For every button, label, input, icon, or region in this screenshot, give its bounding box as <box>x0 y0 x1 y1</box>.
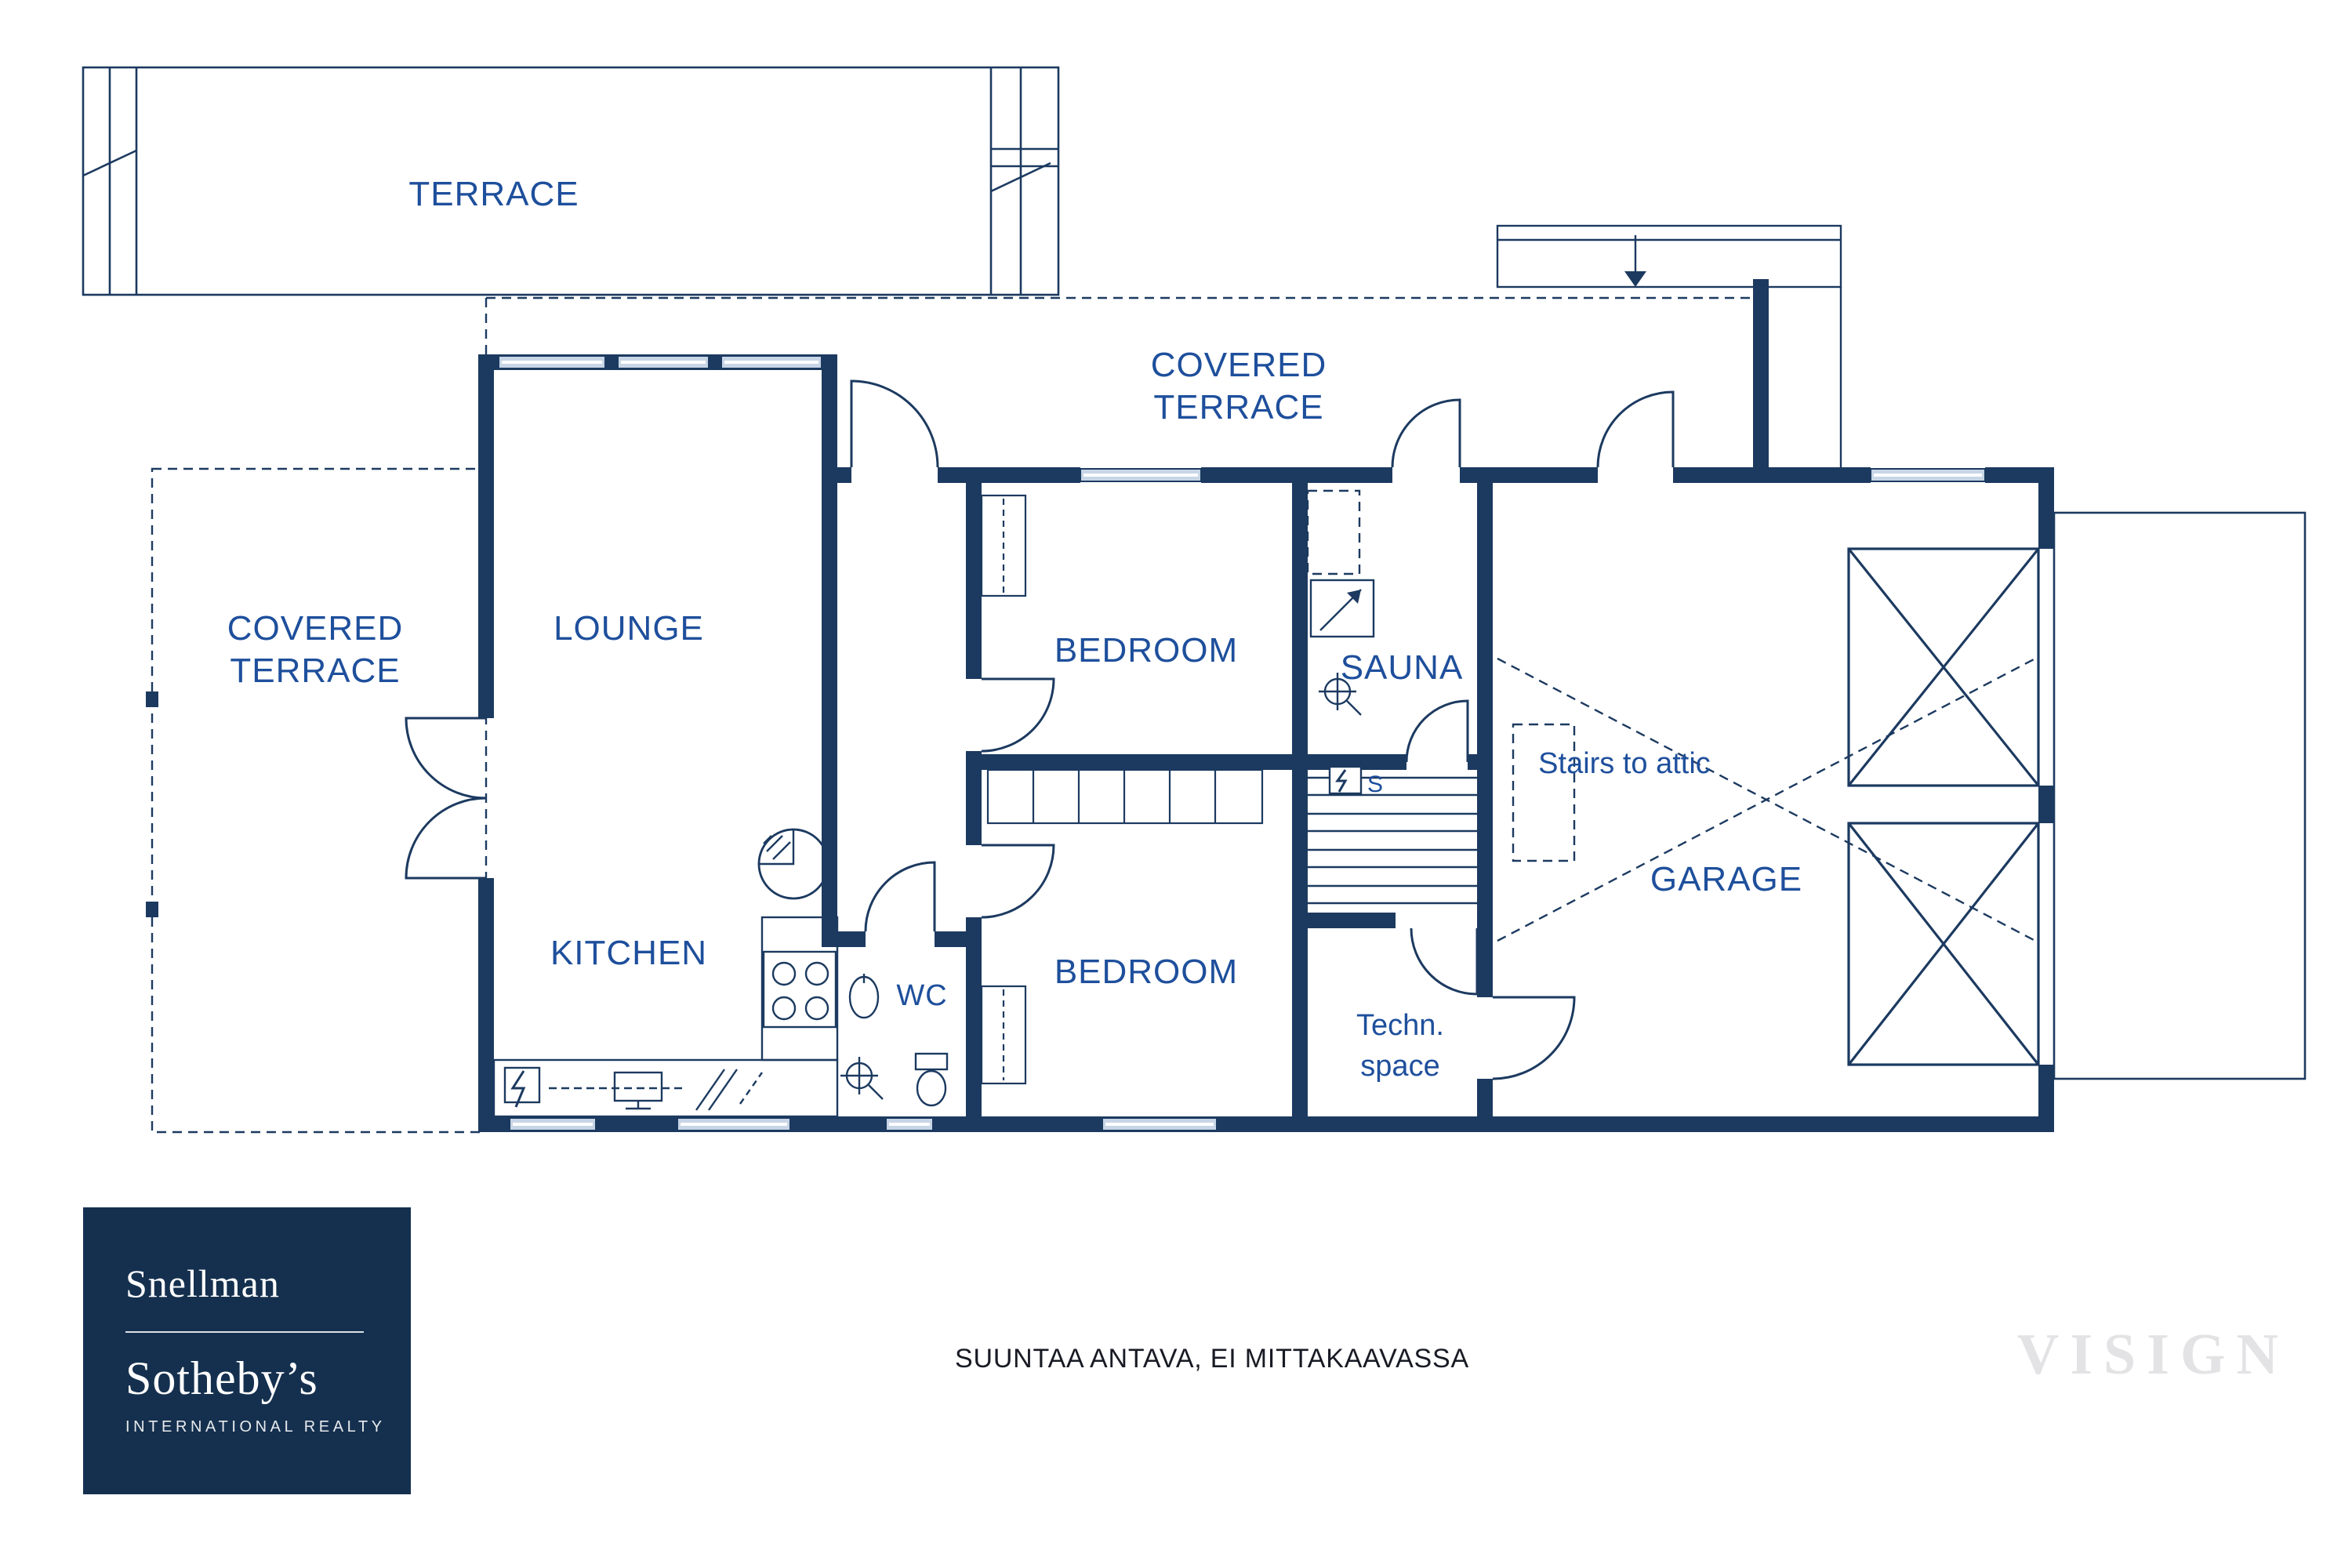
stove-icon <box>762 950 837 1029</box>
bedroom-upper-door <box>981 677 1055 753</box>
room-labels: TERRACE COVERED TERRACE COVERED TERRACE … <box>227 175 1802 1083</box>
hall-exterior-door <box>850 379 939 468</box>
label-covered-terrace-top-1: COVERED <box>1151 346 1327 384</box>
entrance-porch <box>1496 224 1842 470</box>
label-sauna: SAUNA <box>1341 648 1464 687</box>
sauna-heater-icon <box>1309 579 1375 638</box>
walls <box>146 279 2054 1132</box>
window-glazing-lines <box>502 361 1982 1126</box>
garage-door-marker <box>1847 822 2040 1066</box>
label-lounge: LOUNGE <box>554 609 704 648</box>
wardrobe <box>980 494 1027 597</box>
visign-watermark: VISIGN <box>2016 1323 2289 1388</box>
logo-tagline: INTERNATIONAL REALTY <box>125 1419 386 1436</box>
label-covered-terrace-top-2: TERRACE <box>1153 388 1323 426</box>
label-covered-terrace-left-2: TERRACE <box>230 652 400 690</box>
sauna-door <box>1405 699 1469 763</box>
techn-garage-door <box>1492 996 1576 1080</box>
electrical-panel-icon <box>1328 765 1363 795</box>
label-electrical-s: S <box>1367 771 1383 797</box>
disclaimer-text: SUUNTAA ANTAVA, EI MITTAKAAVASSA <box>955 1344 1469 1374</box>
terrace-double-door <box>405 797 487 880</box>
terrace-double-door <box>405 717 487 800</box>
wardrobes <box>980 494 1027 1085</box>
dishwasher-mark-icon <box>695 1069 763 1111</box>
logo-divider <box>125 1331 364 1333</box>
shower-icon <box>1319 673 1362 716</box>
garage-door-marker <box>1847 547 2040 787</box>
label-terrace: TERRACE <box>408 175 579 213</box>
fireplace-icon <box>757 828 829 900</box>
wc-fixtures <box>840 974 949 1107</box>
sauna-corridor-exterior-door <box>1391 398 1461 468</box>
label-techn-space-2: space <box>1360 1050 1439 1083</box>
logo-sothebys: Sotheby’s <box>125 1353 318 1405</box>
label-covered-terrace-left-1: COVERED <box>227 609 404 648</box>
toilet-icon <box>914 1052 949 1107</box>
bedroom-lower-door <box>981 844 1055 919</box>
label-wc: WC <box>896 979 947 1012</box>
monitor-icon <box>613 1071 663 1110</box>
driveway-apron <box>2053 511 2307 1080</box>
door-arcs <box>405 379 1675 1080</box>
electrical-outlet-icon <box>503 1066 541 1108</box>
label-bedroom-lower: BEDROOM <box>1054 953 1238 991</box>
shower-icon <box>840 1057 884 1100</box>
stairs <box>1308 776 1477 905</box>
entrance-arrow-icon <box>1624 271 1646 287</box>
roof-outline-dashed <box>151 296 2036 1134</box>
techn-space-door <box>1410 927 1479 996</box>
brand-logo: Snellman Sotheby’s INTERNATIONAL REALTY <box>83 1207 411 1494</box>
sink-icon <box>848 974 880 1019</box>
label-bedroom-upper: BEDROOM <box>1054 631 1238 670</box>
garage-exterior-door <box>1596 390 1675 468</box>
wardrobe <box>980 985 1027 1085</box>
hall-closet <box>986 768 1264 825</box>
wc-door <box>864 861 936 932</box>
label-kitchen: KITCHEN <box>550 934 707 972</box>
kitchen-counter <box>492 1058 839 1118</box>
terrace-structure <box>82 66 1060 296</box>
kitchen-fixtures <box>492 828 839 1118</box>
label-garage: GARAGE <box>1650 860 1802 898</box>
kitchen-counter <box>760 916 839 1062</box>
label-stairs-to-attic: Stairs to attic <box>1538 747 1711 780</box>
logo-brand-name: Snellman <box>125 1264 280 1306</box>
label-techn-space-1: Techn. <box>1356 1009 1444 1042</box>
